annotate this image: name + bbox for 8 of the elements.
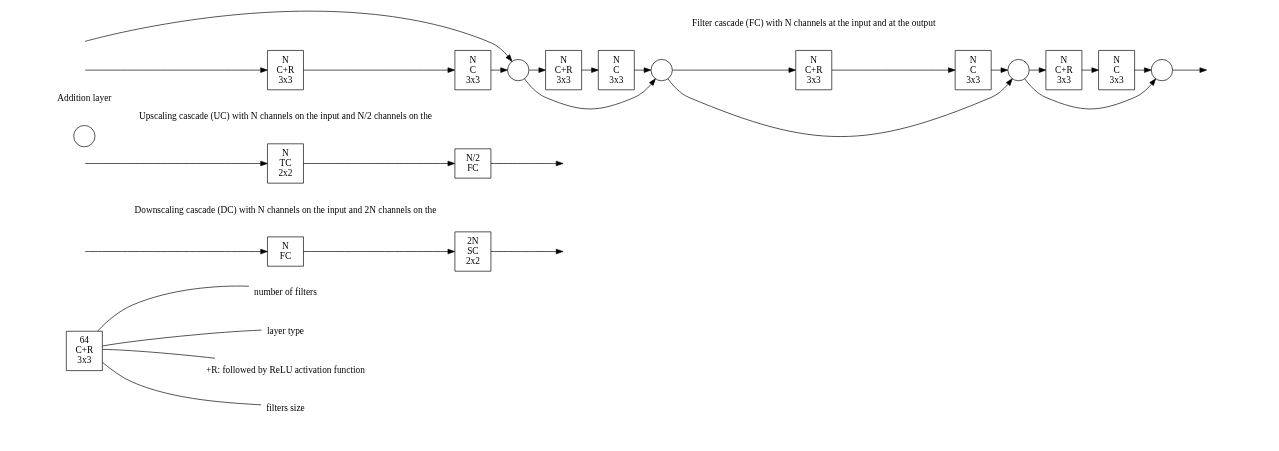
label: Downscaling cascade (DC) with N channels on the input and 2N channels on the — [134, 204, 437, 215]
label: Filter cascade (FC) with N channels at the input and at the output — [692, 17, 936, 28]
node-label: Addition layer — [57, 93, 112, 104]
label: Upscaling cascade (UC) with N channels on the input and N/2 channels on the — [138, 111, 432, 122]
node-text: layer type — [266, 326, 304, 337]
node-text: filters size — [266, 403, 305, 414]
node-text: +R: followed by ReLU activation function — [206, 364, 365, 375]
node-text: number of filters — [254, 287, 317, 298]
